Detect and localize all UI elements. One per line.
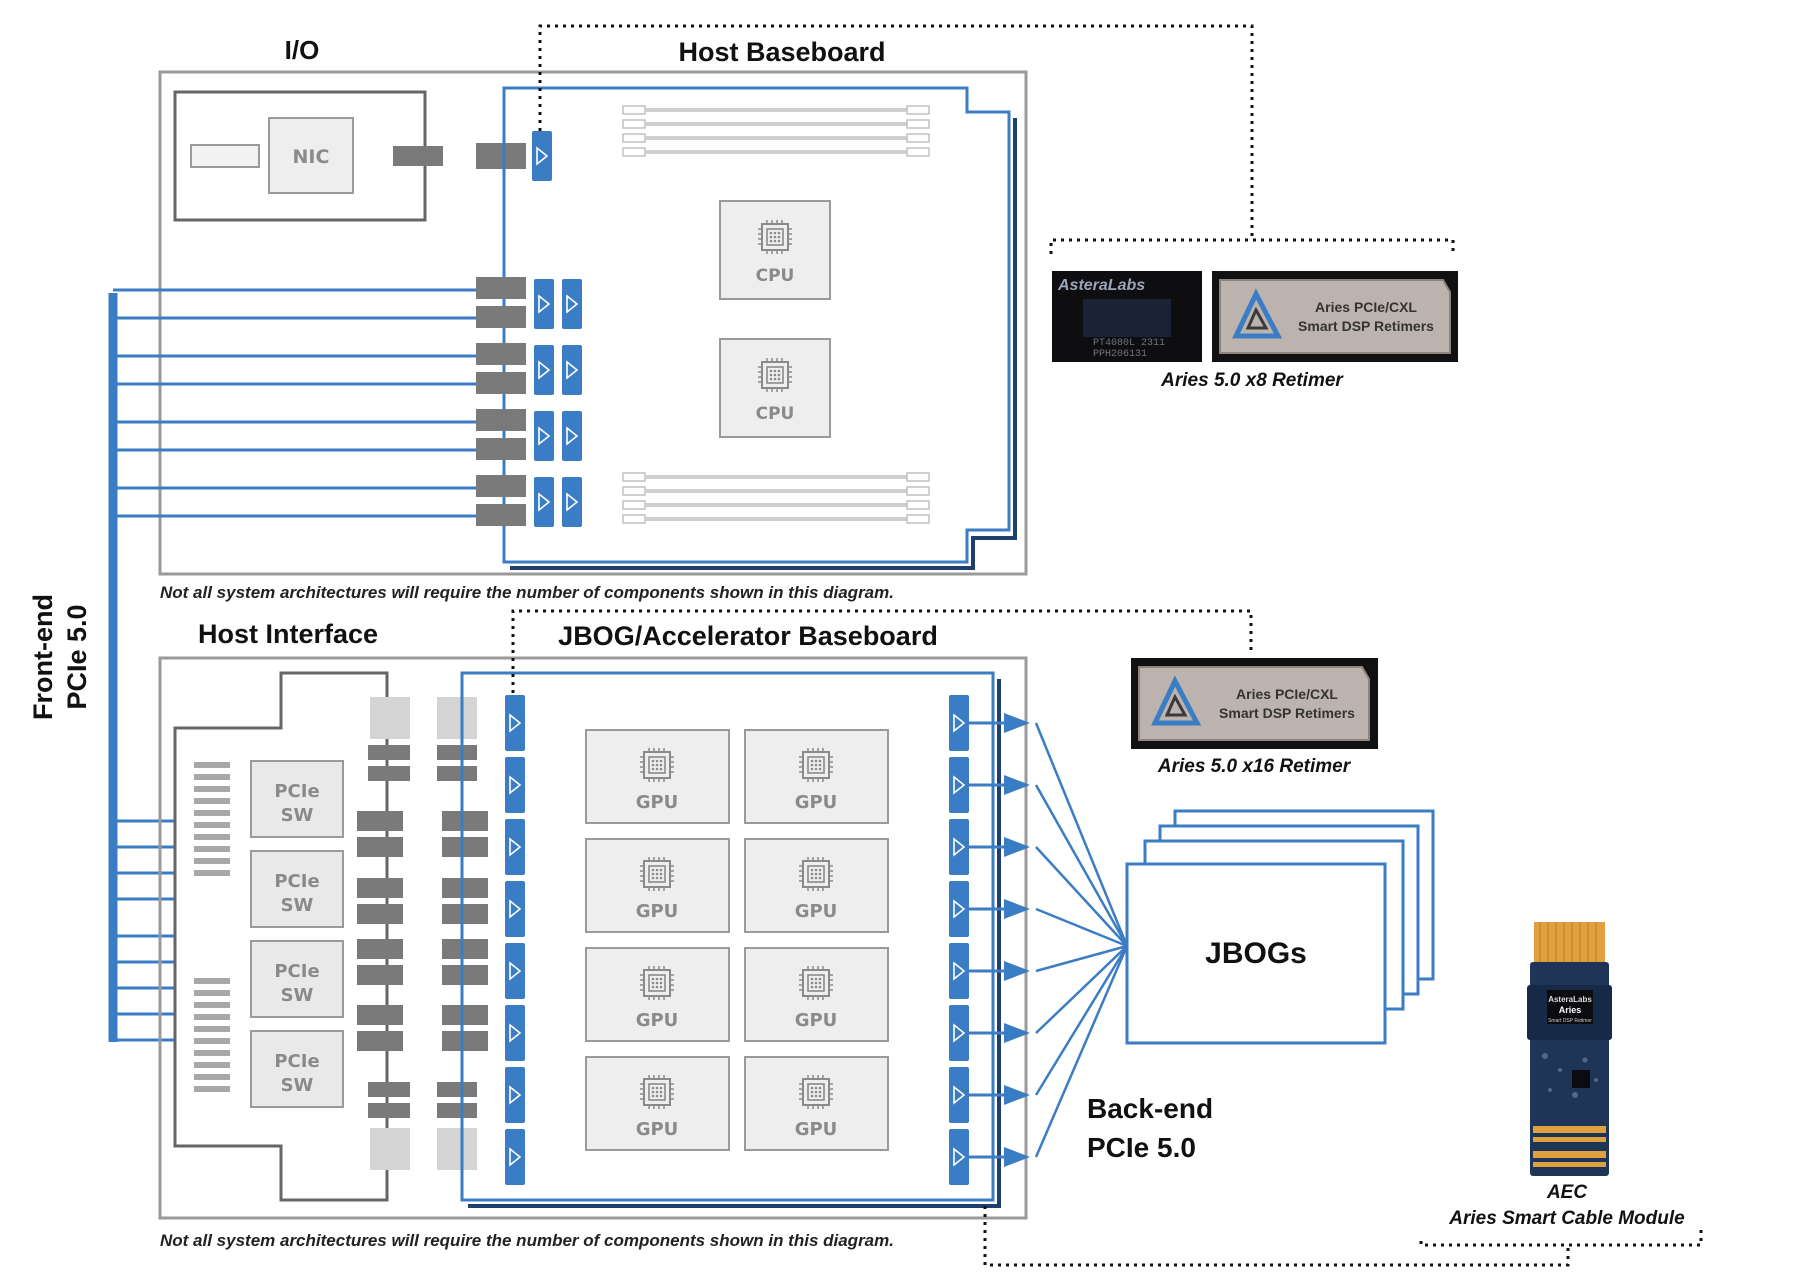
- frontend-pcie-bus: Front-end PCIe 5.0: [28, 288, 476, 1042]
- gpu-card: GPU: [585, 1056, 730, 1151]
- x8-chip-marking-2: PPH206131: [1093, 349, 1147, 360]
- host-board-shadow: [510, 118, 1017, 570]
- gpu-card: GPU: [585, 947, 730, 1042]
- host-baseboard-outer-frame: [158, 70, 1028, 576]
- backend-pcie-links: Back-end PCIe 5.0: [969, 713, 1213, 1167]
- aec-brand-text: AsteraLabs: [1548, 995, 1592, 1004]
- jbog-retimer-left-column: [504, 694, 526, 1186]
- x8-chip-marking-1: PT4080L 2311: [1093, 338, 1165, 349]
- svg-text:SW: SW: [281, 895, 314, 916]
- accelerator-section: Host Interface JBOG/Accelerator Baseboar…: [158, 619, 1028, 1250]
- svg-text:PCIe: PCIe: [274, 781, 319, 802]
- host-disclaimer-note: Not all system architectures will requir…: [160, 583, 894, 602]
- pcie-switch-2: PCIe SW: [250, 850, 344, 928]
- aec-caption-line2: Aries Smart Cable Module: [1448, 1208, 1685, 1229]
- host-frontend-connectors: [476, 277, 526, 526]
- svg-text:PCIe: PCIe: [274, 1051, 319, 1072]
- cpu-2-label: CPU: [756, 404, 795, 424]
- x8-retimer-caption: Aries 5.0 x8 Retimer: [1160, 370, 1344, 391]
- aec-name-text: Aries: [1559, 1005, 1582, 1015]
- svg-text:GPU: GPU: [636, 1119, 679, 1140]
- io-cable-connector: [393, 146, 443, 166]
- jbog-board-shadow: [468, 679, 1001, 1208]
- io-title: I/O: [285, 35, 320, 65]
- x16-retimer-caption: Aries 5.0 x16 Retimer: [1157, 756, 1352, 777]
- cpu-2: CPU: [719, 338, 831, 438]
- asteralabs-logo-text: AsteraLabs: [1057, 277, 1145, 294]
- svg-text:GPU: GPU: [636, 1010, 679, 1031]
- jbog-baseboard-title: JBOG/Accelerator Baseboard: [558, 621, 938, 651]
- dimm-bank-bottom: [621, 471, 931, 525]
- jbog-retimer-right-column: [948, 694, 970, 1186]
- svg-text:PCIe: PCIe: [274, 961, 319, 982]
- retimer-icon: [531, 130, 553, 182]
- host-baseboard-title: Host Baseboard: [678, 37, 885, 67]
- jbog-stack: JBOGs: [1125, 809, 1435, 1045]
- svg-text:GPU: GPU: [795, 901, 838, 922]
- gpu-card: GPU: [744, 838, 889, 933]
- asteralabs-triangle-icon: [1151, 675, 1202, 726]
- backend-label-line2: PCIe 5.0: [1087, 1132, 1196, 1163]
- svg-text:GPU: GPU: [795, 1119, 838, 1140]
- aec-module-photo: AsteraLabs Aries Smart DSP Retimer: [1527, 922, 1612, 1176]
- svg-text:Aries PCIe/CXL: Aries PCIe/CXL: [1315, 299, 1417, 315]
- cpu-1: CPU: [719, 200, 831, 300]
- asteralabs-triangle-icon: [1232, 288, 1283, 339]
- svg-text:Smart DSP Retimers: Smart DSP Retimers: [1219, 705, 1355, 721]
- svg-text:GPU: GPU: [795, 1010, 838, 1031]
- nic-board-connector: [476, 143, 526, 169]
- aec-sub-text: Smart DSP Retimer: [1548, 1018, 1592, 1024]
- cpu-1-label: CPU: [756, 266, 795, 286]
- pcie-switch-1: PCIe SW: [250, 760, 344, 838]
- lane-stack-upper: [194, 762, 230, 876]
- frontend-label-line1: Front-end: [28, 594, 58, 720]
- accelerator-disclaimer-note: Not all system architectures will requir…: [160, 1231, 894, 1250]
- svg-text:PCIe: PCIe: [274, 871, 319, 892]
- cable-column-left: [357, 697, 410, 1170]
- gpu-card: GPU: [585, 729, 730, 824]
- nic-chip: [268, 117, 354, 194]
- svg-text:SW: SW: [281, 985, 314, 1006]
- host-interface-board: [173, 671, 389, 1202]
- jbog-board-outline: [460, 671, 995, 1202]
- svg-text:GPU: GPU: [636, 901, 679, 922]
- backend-label-line1: Back-end: [1087, 1093, 1213, 1124]
- svg-text:Smart DSP Retimers: Smart DSP Retimers: [1298, 318, 1434, 334]
- x8-retimer-chip-photo: AsteraLabs PT4080L 2311 PPH206131: [1052, 271, 1202, 362]
- gpu-card: GPU: [744, 1056, 889, 1151]
- gpu-card: GPU: [744, 729, 889, 824]
- x16-retimer-label-card: Aries PCIe/CXL Smart DSP Retimers: [1131, 658, 1378, 749]
- x8-retimer-label-card: Aries PCIe/CXL Smart DSP Retimers: [1212, 271, 1458, 362]
- gpu-card: GPU: [744, 947, 889, 1042]
- gpu-card: GPU: [585, 838, 730, 933]
- gpu-grid: GPU GPU GPU GPU GPU: [585, 729, 889, 1151]
- jbogs-label: JBOGs: [1205, 937, 1307, 970]
- frontend-label-line2: PCIe 5.0: [62, 604, 92, 709]
- io-port: [190, 144, 260, 168]
- host-baseboard-section: I/O Host Baseboard NIC CPU: [158, 35, 1028, 602]
- svg-text:Aries PCIe/CXL: Aries PCIe/CXL: [1236, 686, 1338, 702]
- aec-caption-line1: AEC: [1546, 1182, 1587, 1203]
- host-retimer-array: [533, 278, 583, 528]
- cable-column-right: [437, 697, 488, 1170]
- nic-label: NIC: [293, 146, 330, 168]
- host-board-outline: [502, 86, 1011, 564]
- host-interface-title: Host Interface: [198, 619, 378, 649]
- svg-text:GPU: GPU: [636, 792, 679, 813]
- callout-lines: [511, 24, 1703, 1267]
- pcie-switch-4: PCIe SW: [250, 1030, 344, 1108]
- accelerator-outer-frame: [158, 656, 1028, 1220]
- pcie-switch-3: PCIe SW: [250, 940, 344, 1018]
- lane-stack-lower: [194, 978, 230, 1092]
- dimm-bank-top: [621, 104, 931, 158]
- svg-text:SW: SW: [281, 1075, 314, 1096]
- svg-text:SW: SW: [281, 805, 314, 826]
- svg-text:GPU: GPU: [795, 792, 838, 813]
